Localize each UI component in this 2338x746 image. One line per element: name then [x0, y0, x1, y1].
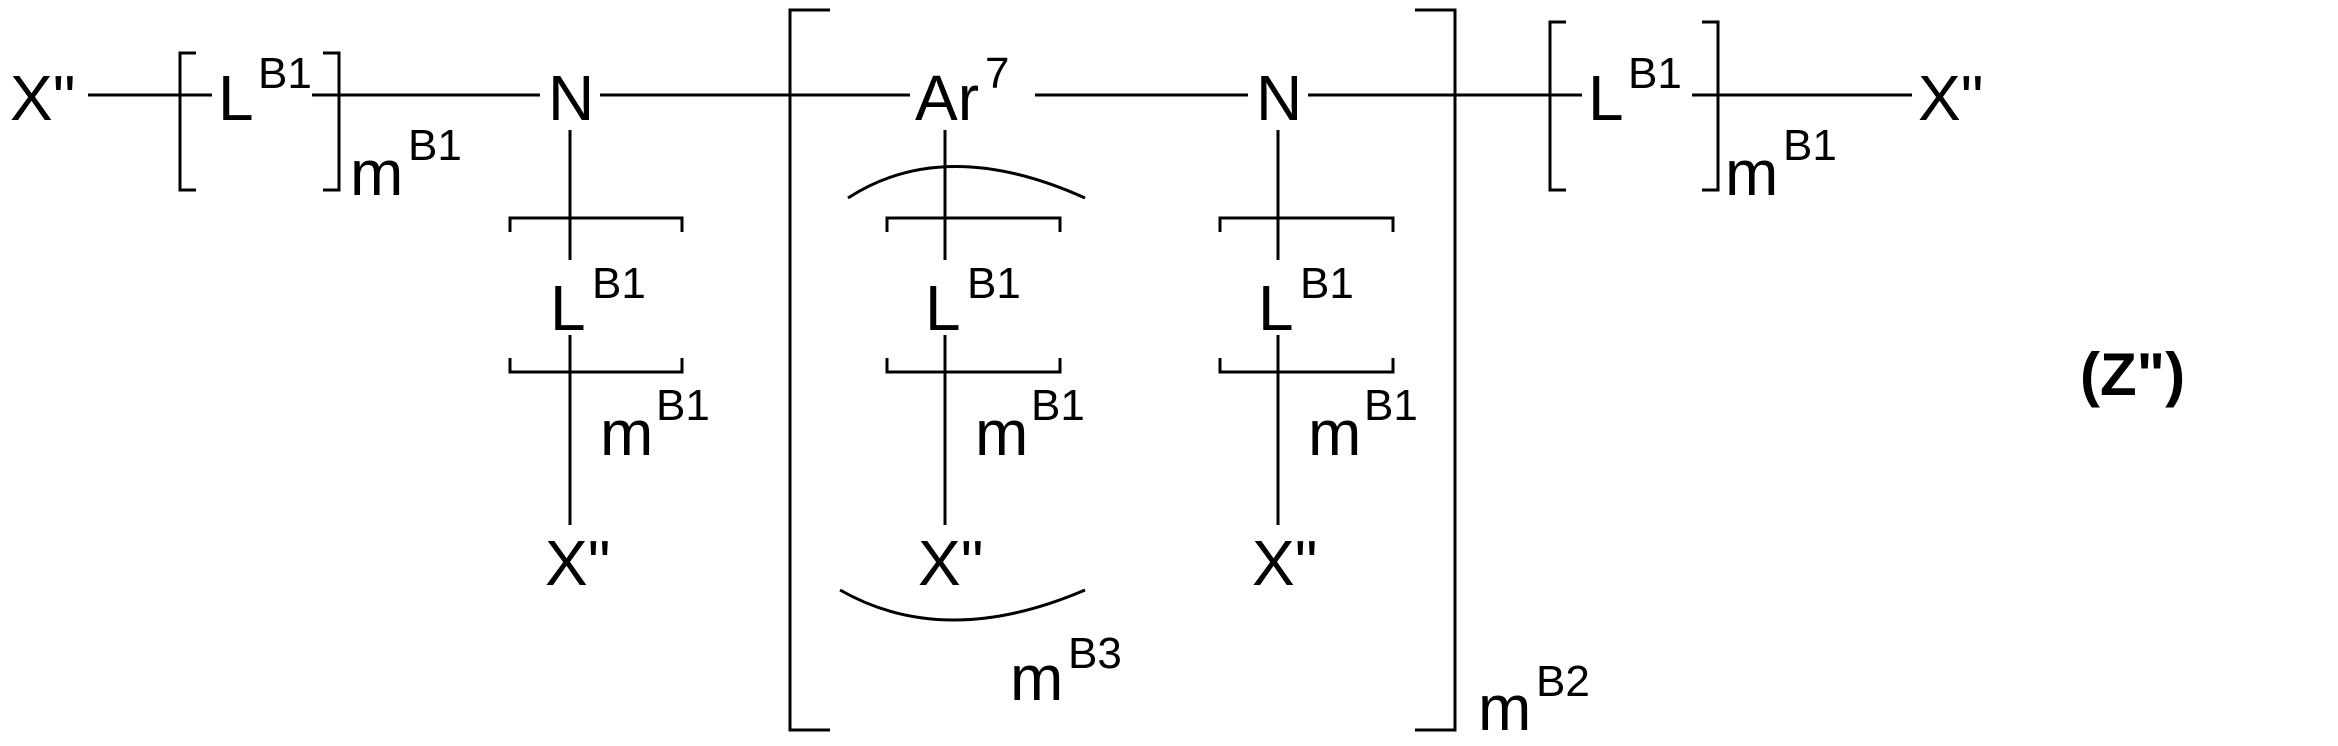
n1-linker-sup: B1 — [592, 259, 646, 308]
ar7-bracket-bottom — [887, 358, 1060, 372]
bracket-right-close — [1702, 22, 1718, 190]
ar7-subscript-sup: B1 — [1031, 381, 1085, 430]
x-terminal-right: X" — [1918, 62, 1983, 134]
n2-bracket-top — [1220, 218, 1393, 232]
bracket-left-open — [180, 53, 196, 190]
formula-label: (Z") — [2080, 341, 2185, 408]
nitrogen-1: N — [548, 62, 594, 134]
n1-subscript-m: m — [600, 397, 653, 469]
nitrogen-2: N — [1256, 62, 1302, 134]
subscript-mb2-sup: B2 — [1536, 657, 1590, 706]
bracket-left-close — [323, 53, 339, 190]
subscript-mb3-sup: B3 — [1068, 629, 1122, 678]
aryl-ar: Ar — [915, 62, 979, 134]
ar7-x-terminal: X" — [918, 527, 983, 599]
aryl-index: 7 — [985, 49, 1009, 98]
big-bracket-close — [1415, 10, 1455, 730]
n2-subscript-sup: B1 — [1364, 381, 1418, 430]
big-bracket-open — [790, 10, 830, 730]
linker-right-l: L — [1588, 62, 1624, 134]
bracket-right-open — [1550, 22, 1566, 190]
n2-linker-l: L — [1258, 272, 1294, 344]
n1-subscript-sup: B1 — [656, 381, 710, 430]
subscript-right-m: m — [1725, 137, 1778, 209]
subscript-mb3-m: m — [1010, 642, 1063, 714]
subscript-right-sup: B1 — [1783, 121, 1837, 170]
subscript-left-sup: B1 — [408, 121, 462, 170]
n1-bracket-bottom — [510, 358, 682, 372]
linker-left-sup: B1 — [258, 49, 312, 98]
subscript-mb2-m: m — [1478, 672, 1531, 741]
ar7-linker-l: L — [925, 272, 961, 344]
linker-right-sup: B1 — [1628, 49, 1682, 98]
ar7-subscript-m: m — [975, 397, 1028, 469]
subscript-left-m: m — [350, 137, 403, 209]
ar7-linker-sup: B1 — [967, 259, 1021, 308]
n2-linker-sup: B1 — [1300, 259, 1354, 308]
x-terminal-left: X" — [10, 62, 75, 134]
n2-x-terminal: X" — [1252, 527, 1317, 599]
n1-bracket-top — [510, 218, 682, 232]
n1-linker-l: L — [550, 272, 586, 344]
mb3-arc-top — [848, 167, 1085, 199]
n2-bracket-bottom — [1220, 358, 1393, 372]
ar7-bracket-top — [887, 218, 1060, 232]
n1-x-terminal: X" — [545, 527, 610, 599]
n2-subscript-m: m — [1308, 397, 1361, 469]
linker-left-l: L — [218, 62, 254, 134]
